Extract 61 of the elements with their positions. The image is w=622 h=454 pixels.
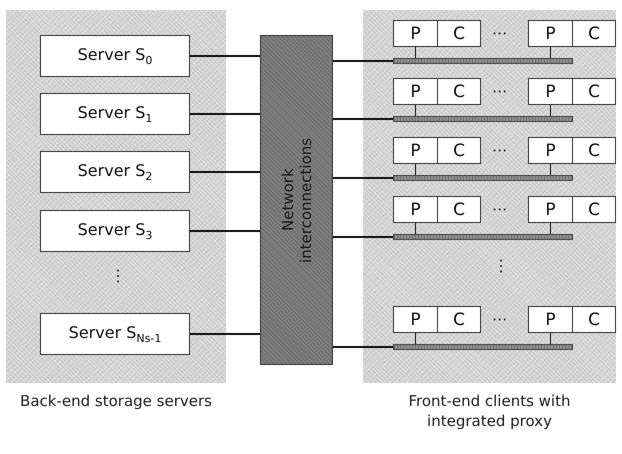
ellipsis: ··· [492,84,508,100]
ellipsis: ··· [492,312,508,328]
bus-bar [393,234,573,240]
proxy-client-cell: C [437,196,481,223]
network-label: Network interconnections [278,136,314,265]
ellipsis: ··· [492,26,508,42]
panel-caption: Back-end storage servers [19,391,213,411]
connector-line [190,171,260,173]
proxy-client-cell: C [572,196,616,223]
connector-line [550,164,551,176]
bus-bar [393,58,573,64]
proxy-client-cell: P [393,196,438,223]
connector-line [333,346,393,348]
proxy-client-cell: C [437,306,481,333]
proxy-client-cell: C [572,78,616,105]
connector-line [415,46,416,58]
connector-line [550,46,551,58]
proxy-client-cell: C [572,137,616,164]
bus-bar [393,175,573,181]
bus-bar [393,344,573,350]
connector-line [415,104,416,116]
proxy-client-cell: C [572,20,616,47]
ellipsis: ··· [492,143,508,159]
connector-line [550,332,551,344]
connector-line [190,230,260,232]
server-box: Server S$_{Ns-1}$ [40,313,190,355]
connector-line [550,222,551,234]
connector-line [333,236,393,238]
proxy-client-cell: P [528,196,573,223]
proxy-client-cell: P [393,306,438,333]
ellipsis: ⋮ [493,258,509,274]
proxy-client-cell: P [528,306,573,333]
proxy-client-cell: C [437,20,481,47]
connector-line [415,332,416,344]
proxy-client-cell: C [437,137,481,164]
connector-line [415,222,416,234]
proxy-client-cell: P [528,20,573,47]
proxy-client-cell: C [437,78,481,105]
connector-line [190,333,260,335]
connector-line [415,164,416,176]
proxy-client-cell: P [528,137,573,164]
server-box: Server S$_{0}$ [40,35,190,77]
proxy-client-cell: P [393,137,438,164]
connector-line [333,118,393,120]
server-box: Server S$_{1}$ [40,93,190,135]
proxy-client-cell: C [572,306,616,333]
network-box [260,35,333,365]
connector-line [333,177,393,179]
proxy-client-cell: P [393,20,438,47]
ellipsis: ⋮ [110,268,126,284]
panel-caption: Front-end clients with integrated proxy [408,391,572,431]
server-box: Server S$_{2}$ [40,151,190,193]
connector-line [190,55,260,57]
connector-line [550,104,551,116]
connector-line [333,60,393,62]
bus-bar [393,116,573,122]
server-box: Server S$_{3}$ [40,210,190,252]
ellipsis: ··· [492,202,508,218]
proxy-client-cell: P [393,78,438,105]
proxy-client-cell: P [528,78,573,105]
connector-line [190,113,260,115]
